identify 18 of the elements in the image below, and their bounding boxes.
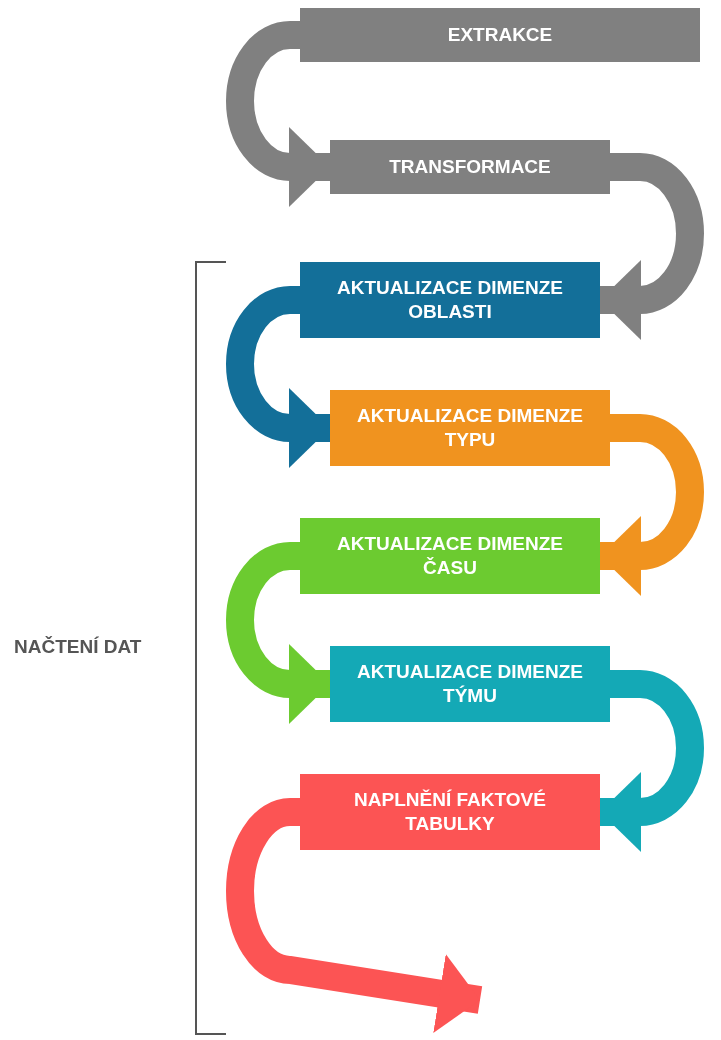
u-turn-arrow <box>226 542 330 724</box>
process-band <box>300 518 600 594</box>
process-band <box>300 774 600 850</box>
step-label: AKTUALIZACE DIMENZE OBLASTI <box>336 276 564 324</box>
step-label: NAPLNĚNÍ FAKTOVÉ TABULKY <box>353 788 547 836</box>
process-band <box>300 262 600 338</box>
step-label: TRANSFORMACE <box>389 155 551 179</box>
u-turn-arrow <box>226 286 330 468</box>
process-band <box>330 646 610 722</box>
process-band <box>300 8 700 62</box>
process-band <box>330 390 610 466</box>
u-turn-arrow <box>226 21 330 207</box>
step-label: AKTUALIZACE DIMENZE ČASU <box>336 532 564 580</box>
step-label: AKTUALIZACE DIMENZE TYPU <box>356 404 584 452</box>
step-label: AKTUALIZACE DIMENZE TÝMU <box>356 660 584 708</box>
u-turn-arrow <box>226 798 483 1034</box>
group-label: NAČTENÍ DAT <box>14 636 142 658</box>
step-label: EXTRAKCE <box>447 23 553 47</box>
